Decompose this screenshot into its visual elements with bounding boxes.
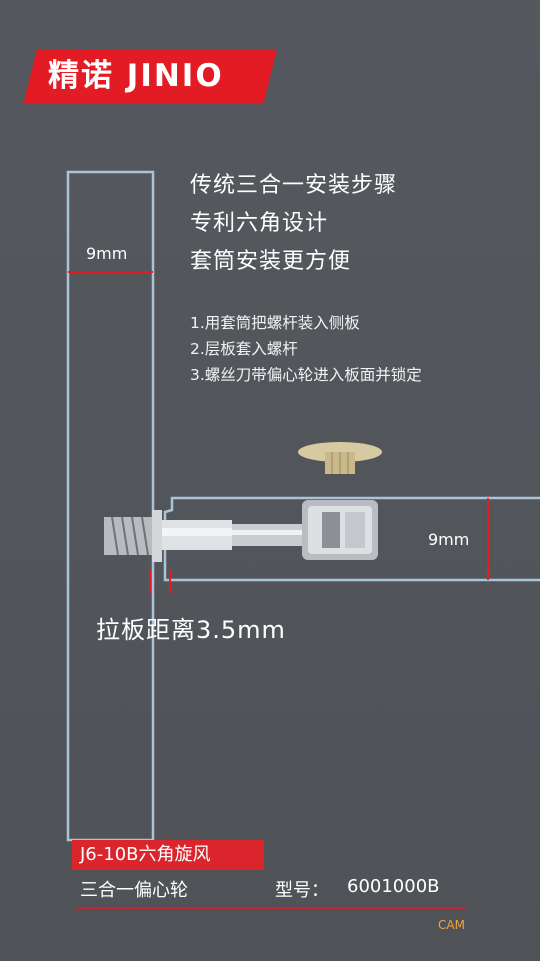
model-number-label: 型号： <box>275 880 329 901</box>
step-1: 1.用套筒把螺杆装入侧板 <box>190 314 360 332</box>
cam-lock <box>302 500 378 560</box>
model-tag: J6-10B六角旋风 <box>72 840 264 870</box>
installation-steps: 1.用套筒把螺杆装入侧板 2.层板套入螺杆 3.螺丝刀带偏心轮进入板面并锁定 <box>190 310 422 388</box>
step-2: 2.层板套入螺杆 <box>190 340 298 358</box>
dowel-bolt <box>104 510 302 562</box>
brand-logo: 精诺 JINIO <box>48 58 224 94</box>
headline-line-2: 专利六角设计 <box>190 211 329 236</box>
product-name: 三合一偏心轮 <box>80 880 188 901</box>
footer-note: CAM <box>438 918 465 932</box>
shelf-panel <box>163 496 540 582</box>
footer-divider <box>76 907 466 909</box>
headline-line-3: 套筒安装更方便 <box>190 249 352 274</box>
cam-cap <box>298 442 382 474</box>
step-3: 3.螺丝刀带偏心轮进入板面并锁定 <box>190 366 422 384</box>
headline: 传统三合一安装步骤 专利六角设计 套筒安装更方便 <box>190 168 397 282</box>
headline-line-1: 传统三合一安装步骤 <box>190 173 398 198</box>
model-number: 6001000B <box>347 876 440 897</box>
shelf-dimension-label: 9mm <box>428 530 470 549</box>
gap-distance-label: 拉板距离3.5mm <box>96 616 286 644</box>
side-panel-dimension-label: 9mm <box>86 244 128 263</box>
